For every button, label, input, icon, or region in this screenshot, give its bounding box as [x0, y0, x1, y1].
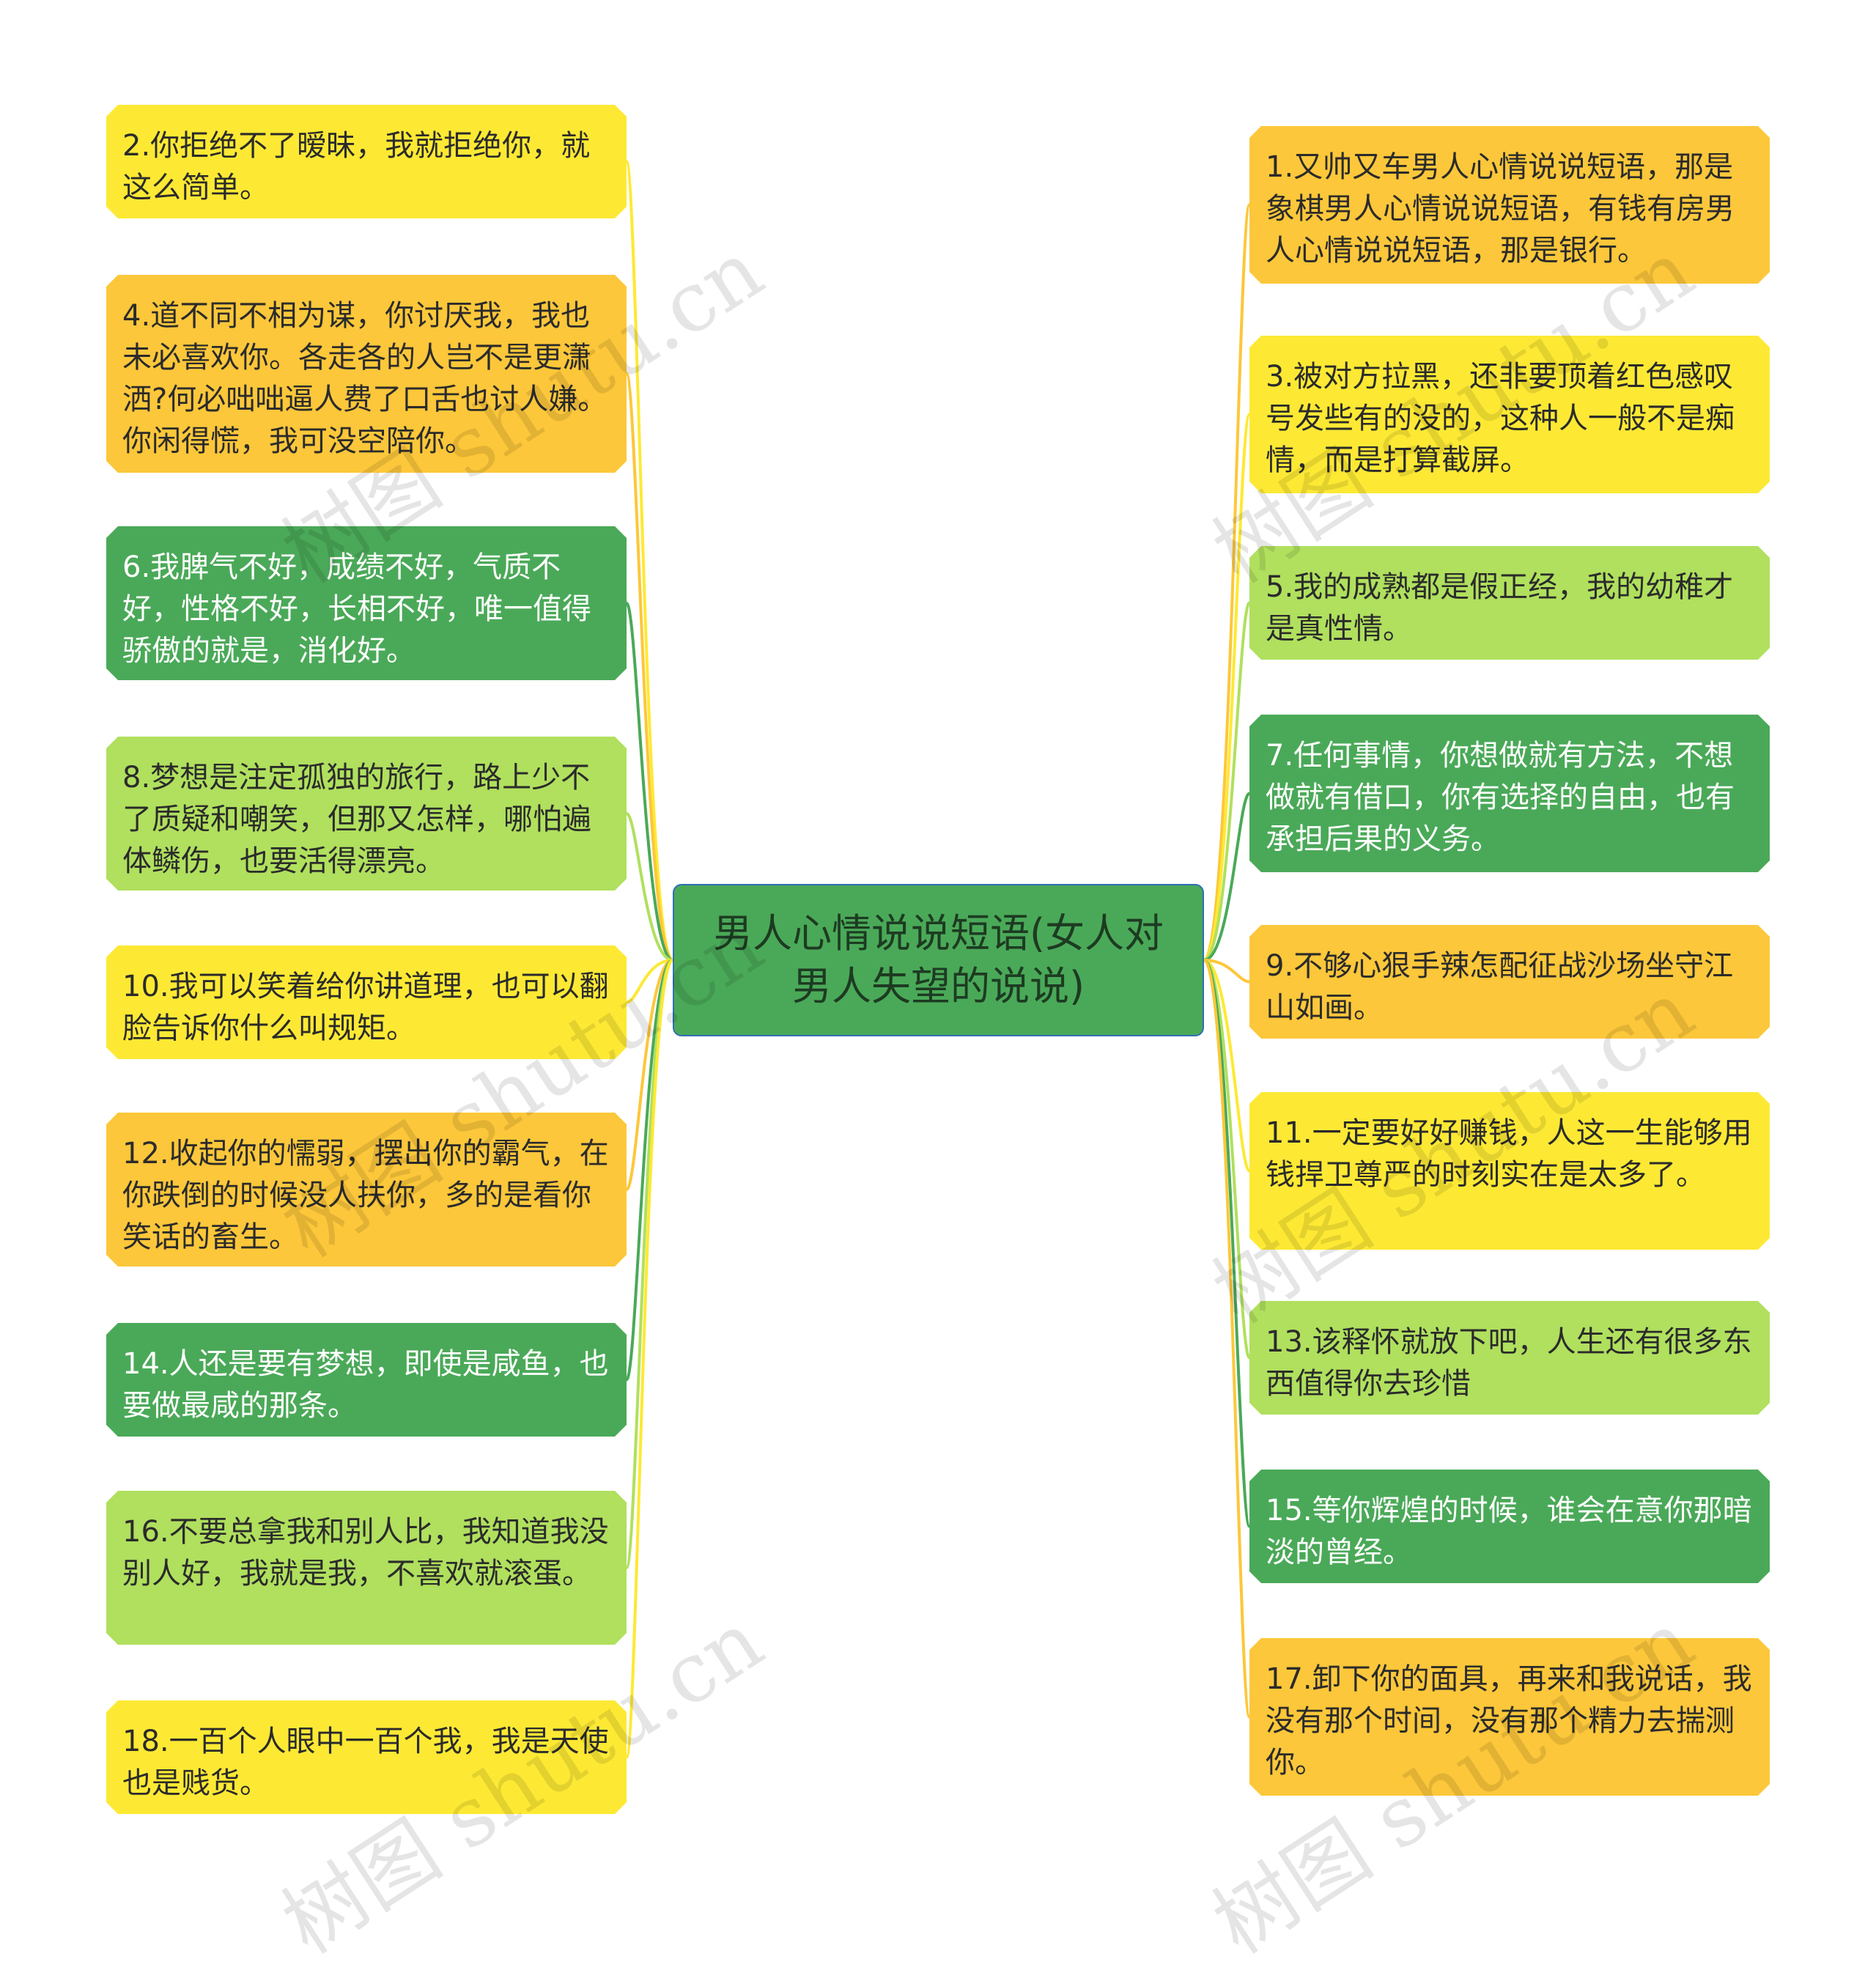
connector-right-6 [1203, 959, 1251, 1173]
left-topic-5[interactable]: 10.我可以笑着给你讲道理，也可以翻脸告诉你什么叫规矩。 [106, 945, 627, 1059]
connector-left-9 [625, 959, 674, 1759]
left-topic-1[interactable]: 2.你拒绝不了暧昧，我就拒绝你，就这么简单。 [106, 105, 627, 218]
right-topic-4[interactable]: 7.任何事情，你想做就有方法，不想做就有借口，你有选择的自由，也有承担后果的义务… [1249, 715, 1770, 872]
right-topic-3[interactable]: 5.我的成熟都是假正经，我的幼稚才是真性情。 [1249, 546, 1770, 660]
connector-right-9 [1203, 959, 1251, 1719]
connector-right-4 [1203, 792, 1251, 962]
connector-right-5 [1203, 959, 1250, 984]
connector-left-4 [625, 812, 673, 962]
central-topic[interactable]: 男人心情说说短语(女人对男人失望的说说) [673, 884, 1204, 1036]
left-topic-3[interactable]: 6.我脾气不好，成绩不好，气质不好，性格不好，长相不好，唯一值得骄傲的就是，消化… [106, 526, 627, 680]
connector-left-2 [625, 372, 674, 962]
connector-left-1 [625, 160, 674, 962]
right-topic-1[interactable]: 1.又帅又车男人心情说说短语，那是象棋男人心情说说短语，有钱有房男人心情说说短语… [1249, 126, 1770, 284]
connector-left-3 [625, 602, 673, 962]
right-topic-9[interactable]: 17.卸下你的面具，再来和我说话，我没有那个时间，没有那个精力去揣测你。 [1249, 1638, 1770, 1796]
connector-right-7 [1203, 959, 1251, 1360]
left-topic-2[interactable]: 4.道不同不相为谋，你讨厌我，我也未必喜欢你。各走各的人岂不是更潇洒?何必咄咄逼… [106, 275, 627, 473]
right-topic-6[interactable]: 11.一定要好好赚钱，人这一生能够用钱捍卫尊严的时刻实在是太多了。 [1249, 1092, 1770, 1250]
left-topic-8[interactable]: 16.不要总拿我和别人比，我知道我没别人好，我就是我，不喜欢就滚蛋。 [106, 1491, 627, 1645]
left-topic-7[interactable]: 14.人还是要有梦想，即使是咸鱼，也要做最咸的那条。 [106, 1323, 627, 1437]
connector-right-3 [1203, 601, 1251, 962]
connector-lines [625, 160, 1251, 1759]
left-topic-9[interactable]: 18.一百个人眼中一百个我，我是天使也是贱货。 [106, 1700, 627, 1814]
connector-right-1 [1203, 203, 1251, 962]
connector-left-8 [625, 959, 674, 1569]
right-topic-8[interactable]: 15.等你辉煌的时候，谁会在意你那暗淡的曾经。 [1249, 1470, 1770, 1583]
right-topic-2[interactable]: 3.被对方拉黑，还非要顶着红色感叹号发些有的没的，这种人一般不是痴情，而是打算截… [1249, 336, 1770, 493]
right-topic-5[interactable]: 9.不够心狠手辣怎配征战沙场坐守江山如画。 [1249, 925, 1770, 1039]
connector-right-2 [1203, 413, 1251, 962]
left-topic-6[interactable]: 12.收起你的懦弱，摆出你的霸气，在你跌倒的时候没人扶你，多的是看你笑话的畜生。 [106, 1113, 627, 1267]
right-topic-7[interactable]: 13.该释怀就放下吧，人生还有很多东西值得你去珍惜 [1249, 1301, 1770, 1415]
connector-left-5 [626, 959, 673, 1004]
connector-left-7 [625, 959, 673, 1382]
connector-left-6 [625, 959, 673, 1191]
connector-right-8 [1203, 959, 1251, 1528]
left-topic-4[interactable]: 8.梦想是注定孤独的旅行，路上少不了质疑和嘲笑，但那又怎样，哪怕遍体鳞伤，也要活… [106, 737, 627, 891]
